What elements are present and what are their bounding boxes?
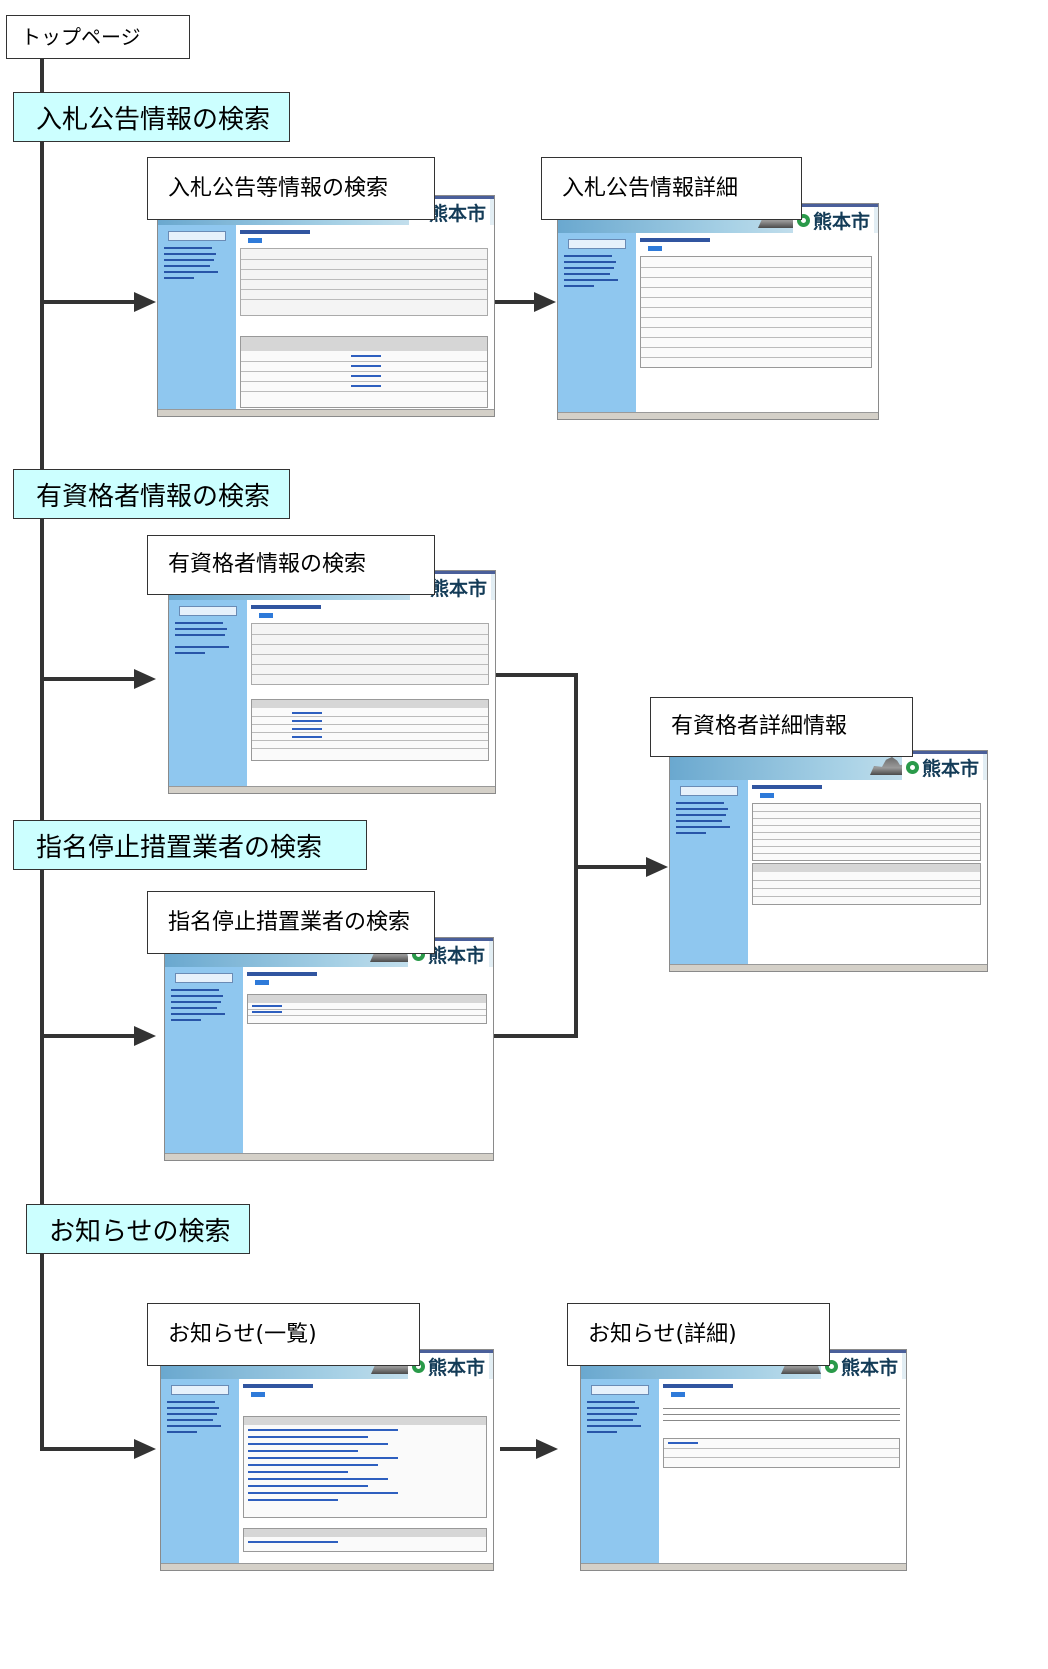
kumamoto-logo: 熊本市 <box>792 207 874 234</box>
screenshot-yushikaku-search: 熊本市 <box>168 570 496 794</box>
arrow-icon <box>134 669 156 689</box>
connector-line <box>576 865 648 869</box>
connector-line <box>494 673 576 677</box>
screenshot-nyusatsu-detail: 熊本市 <box>557 203 879 420</box>
kumamoto-logo: 熊本市 <box>901 754 983 781</box>
arrow-icon <box>536 1439 558 1459</box>
connector-line <box>40 1034 136 1038</box>
main-vertical-line <box>40 59 44 1451</box>
connector-line <box>492 1034 576 1038</box>
screenshot-shimei-search: 熊本市 <box>164 937 494 1161</box>
kumamoto-logo: 熊本市 <box>407 1353 489 1380</box>
screen-label-yushikaku-detail: 有資格者詳細情報 <box>650 697 913 757</box>
screenshot-oshirase-list: 熊本市 <box>160 1349 494 1571</box>
section-title-nyusatsu: 入札公告情報の検索 <box>13 92 290 142</box>
section-title-yushikaku: 有資格者情報の検索 <box>13 469 290 519</box>
screenshot-oshirase-detail: 熊本市 <box>580 1349 907 1571</box>
screenshot-nyusatsu-search: 熊本市 <box>157 195 495 417</box>
arrow-icon <box>134 292 156 312</box>
screen-label-oshirase-list: お知らせ(一覧) <box>147 1303 420 1366</box>
screen-label-nyusatsu-detail: 入札公告情報詳細 <box>541 157 802 220</box>
screen-label-oshirase-detail: お知らせ(詳細) <box>567 1303 830 1366</box>
arrow-icon <box>646 857 668 877</box>
connector-line <box>40 1447 136 1451</box>
section-title-oshirase: お知らせの検索 <box>26 1204 250 1254</box>
screen-label-yushikaku-search: 有資格者情報の検索 <box>147 535 435 595</box>
arrow-icon <box>134 1439 156 1459</box>
kumamoto-logo: 熊本市 <box>820 1353 902 1380</box>
section-title-shimei: 指名停止措置業者の検索 <box>13 820 367 870</box>
connector-line <box>40 300 136 304</box>
connector-line <box>493 300 537 304</box>
arrow-icon <box>534 292 556 312</box>
screen-label-shimei-search: 指名停止措置業者の検索 <box>147 891 435 954</box>
screen-label-nyusatsu-search: 入札公告等情報の検索 <box>147 157 435 220</box>
connector-line <box>500 1447 538 1451</box>
screenshot-yushikaku-detail: 熊本市 <box>669 750 988 972</box>
merge-vertical-line <box>574 673 578 1038</box>
arrow-icon <box>134 1026 156 1046</box>
connector-line <box>40 677 136 681</box>
top-page-box: トップページ <box>6 15 190 59</box>
